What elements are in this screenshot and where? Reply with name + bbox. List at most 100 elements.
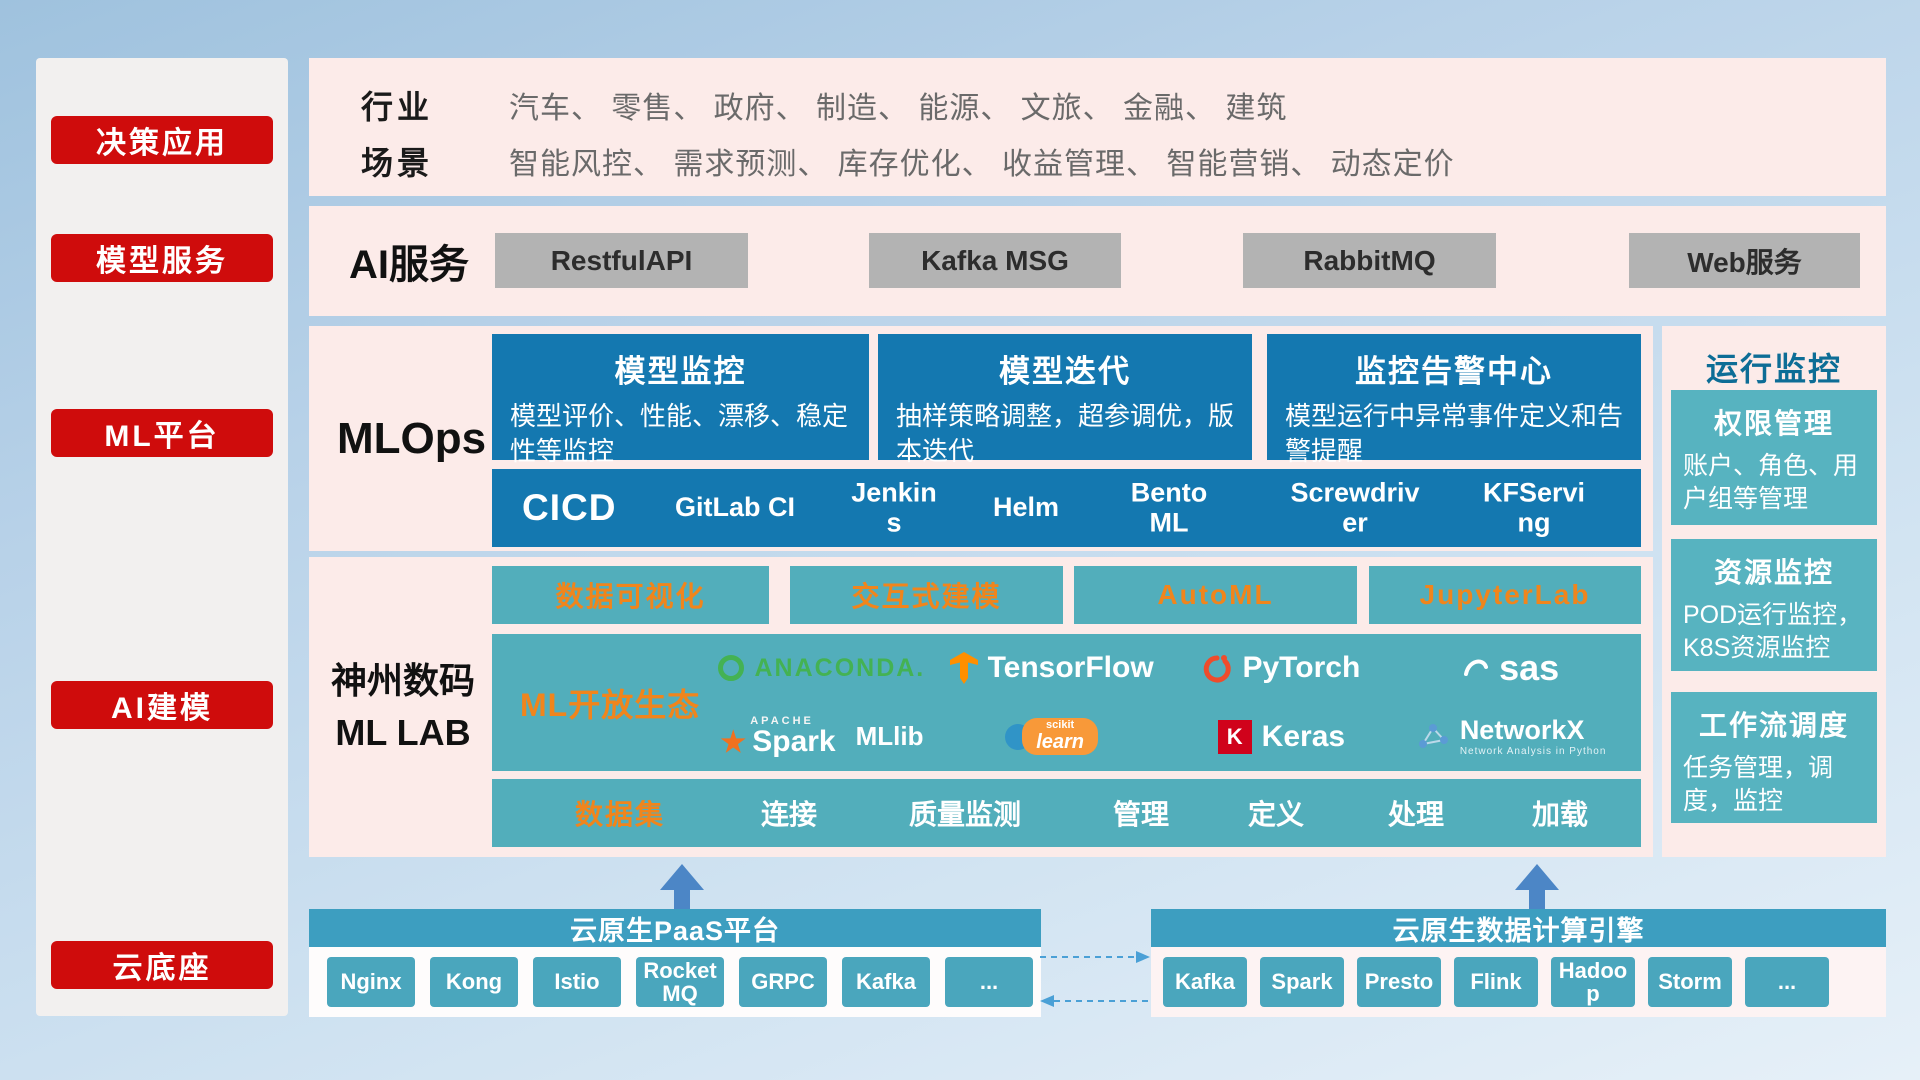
networkx-wordmark: NetworkX Network Analysis in Python xyxy=(1460,716,1607,757)
networkx-subtitle: Network Analysis in Python xyxy=(1459,746,1607,758)
engine-storm: Storm xyxy=(1648,957,1732,1007)
keras-icon: K xyxy=(1217,719,1252,754)
engine-header: 云原生数据计算引擎 xyxy=(1151,909,1886,947)
up-arrow-right xyxy=(1515,864,1559,909)
tool-jupyterlab: JupyterLab xyxy=(1369,566,1641,624)
engine-hadoop: Hadoop xyxy=(1551,957,1635,1007)
mllab-label: 神州数码 ML LAB xyxy=(317,655,489,759)
dataset-load: 加载 xyxy=(1531,799,1589,830)
run-monitoring-panel: 运行监控 权限管理 账户、角色、用户组等管理 资源监控 POD运行监控，K8S资… xyxy=(1662,326,1886,857)
engine-flink: Flink xyxy=(1454,957,1538,1007)
anaconda-text: ANACONDA. xyxy=(754,653,926,682)
engine-strip: Kafka Spark Presto Flink Hadoop Storm ..… xyxy=(1151,947,1886,1017)
card-desc: 模型评价、性能、漂移、稳定性等监控 xyxy=(510,401,849,467)
dataset-connect: 连接 xyxy=(760,799,818,830)
ml-ecosystem-box: ML开放生态 ANACONDA. TensorFlow xyxy=(492,634,1641,771)
arrow-head xyxy=(1515,864,1559,890)
spark-wordmark: APACHE Spark xyxy=(720,715,836,759)
mlops-label: MLOps xyxy=(337,413,487,463)
scikit-learn-logo: scikit learn xyxy=(1005,718,1099,756)
pytorch-logo: PyTorch xyxy=(1202,651,1360,685)
scenario-value: 智能风控、 需求预测、 库存优化、 收益管理、 智能营销、 动态定价 xyxy=(509,148,1455,181)
dashed-arrow-right xyxy=(1040,951,1150,963)
paas-grpc: GRPC xyxy=(739,957,827,1007)
cicd-bentoml: BentoML xyxy=(1130,477,1208,537)
engine-kafka: Kafka xyxy=(1163,957,1247,1007)
cicd-helm: Helm xyxy=(992,492,1060,523)
card-title: 工作流调度 xyxy=(1698,710,1849,741)
paas-kafka: Kafka xyxy=(842,957,930,1007)
scenario-row: 场景 智能风控、 需求预测、 库存优化、 收益管理、 智能营销、 动态定价 xyxy=(361,138,1455,184)
model-monitoring-card: 模型监控 模型评价、性能、漂移、稳定性等监控 xyxy=(492,334,869,466)
card-desc: POD运行监控，K8S资源监控 xyxy=(1683,601,1863,662)
engine-spark: Spark xyxy=(1260,957,1344,1007)
pytorch-icon xyxy=(1204,655,1232,683)
up-arrow-left xyxy=(660,864,704,909)
ai-service-panel: AI服务 RestfulAPI Kafka MSG RabbitMQ Web服务 xyxy=(309,206,1886,316)
card-desc: 模型运行中异常事件定义和告警提醒 xyxy=(1285,401,1624,467)
sidebar-item-ai-modeling: AI建模 xyxy=(51,681,273,729)
networkx-icon xyxy=(1418,723,1448,748)
sas-text: sas xyxy=(1499,647,1560,689)
spark-text: Spark xyxy=(752,725,836,759)
keras-text: Keras xyxy=(1261,719,1346,753)
paas-kong: Kong xyxy=(430,957,518,1007)
dataset-quality: 质量监测 xyxy=(908,799,1022,830)
dataset-process: 处理 xyxy=(1387,799,1445,830)
engine-more: ... xyxy=(1745,957,1829,1007)
mlops-panel: MLOps 模型监控 模型评价、性能、漂移、稳定性等监控 模型迭代 抽样策略调整… xyxy=(309,326,1653,551)
tensorflow-icon xyxy=(949,652,978,685)
ai-service-kafka-msg: Kafka MSG xyxy=(869,233,1121,288)
run-monitoring-title: 运行监控 xyxy=(1705,351,1842,387)
cicd-jenkins: Jenkins xyxy=(851,477,937,537)
sas-logo: sas xyxy=(1463,647,1559,689)
tool-data-visualization: 数据可视化 xyxy=(492,566,769,624)
dataset-define: 定义 xyxy=(1247,799,1305,830)
cicd-label: CICD xyxy=(522,487,617,528)
industry-row: 行业 汽车、 零售、 政府、 制造、 能源、 文旅、 金融、 建筑 xyxy=(361,82,1287,128)
paas-header: 云原生PaaS平台 xyxy=(309,909,1041,947)
permission-card: 权限管理 账户、角色、用户组等管理 xyxy=(1671,390,1877,525)
dashed-arrow-left xyxy=(1040,995,1152,1007)
paas-nginx: Nginx xyxy=(327,957,415,1007)
workflow-card: 工作流调度 任务管理，调度，监控 xyxy=(1671,692,1877,823)
learn-text: learn xyxy=(1036,731,1085,754)
ai-service-restfulapi: RestfulAPI xyxy=(495,233,748,288)
ml-ecosystem-label: ML开放生态 xyxy=(520,686,701,723)
cicd-gitlab-ci: GitLab CI xyxy=(675,492,795,523)
card-desc: 账户、角色、用户组等管理 xyxy=(1683,452,1859,513)
mllab-panel: 神州数码 ML LAB 数据可视化 交互式建模 AutoML JupyterLa… xyxy=(309,557,1653,857)
paas-rocketmq: RocketMQ xyxy=(636,957,724,1007)
card-title: 模型监控 xyxy=(614,354,747,389)
cicd-kfserving: KFServing xyxy=(1482,477,1586,537)
tool-interactive-modeling: 交互式建模 xyxy=(790,566,1063,624)
industry-value: 汽车、 零售、 政府、 制造、 能源、 文旅、 金融、 建筑 xyxy=(509,92,1288,125)
dataset-bar: 数据集 连接 质量监测 管理 定义 处理 加载 xyxy=(492,779,1641,847)
mllab-label-line1: 神州数码 xyxy=(330,659,475,701)
networkx-text: NetworkX xyxy=(1459,715,1585,746)
resource-card: 资源监控 POD运行监控，K8S资源监控 xyxy=(1671,539,1877,671)
spark-brand-text: APACHE xyxy=(750,715,814,728)
scikit-learn-badge: scikit learn xyxy=(1022,718,1099,756)
card-title: 模型迭代 xyxy=(999,354,1131,389)
dashed-connectors xyxy=(1040,951,1152,1007)
sidebar-item-model-service: 模型服务 xyxy=(51,234,273,282)
paas-strip: Nginx Kong Istio RocketMQ GRPC Kafka ... xyxy=(309,947,1041,1017)
dataset-label: 数据集 xyxy=(574,799,666,830)
mllab-label-line2: ML LAB xyxy=(335,712,471,753)
keras-logo: K Keras xyxy=(1217,719,1346,754)
arrow-stem xyxy=(1529,890,1545,909)
cicd-screwdriver: Screwdriver xyxy=(1290,477,1420,537)
arrow-head xyxy=(660,864,704,890)
ai-service-web: Web服务 xyxy=(1629,233,1860,288)
sidebar xyxy=(36,58,288,1016)
ai-service-label: AI服务 xyxy=(349,243,469,287)
sidebar-item-decision-app: 决策应用 xyxy=(51,116,273,164)
alert-center-card: 监控告警中心 模型运行中异常事件定义和告警提醒 xyxy=(1267,334,1641,466)
dataset-manage: 管理 xyxy=(1112,799,1170,830)
tensorflow-logo: TensorFlow xyxy=(949,651,1154,685)
industry-label: 行业 xyxy=(361,89,434,125)
spark-icon xyxy=(720,729,746,753)
model-iteration-card: 模型迭代 抽样策略调整，超参调优，版本迭代 xyxy=(878,334,1252,466)
